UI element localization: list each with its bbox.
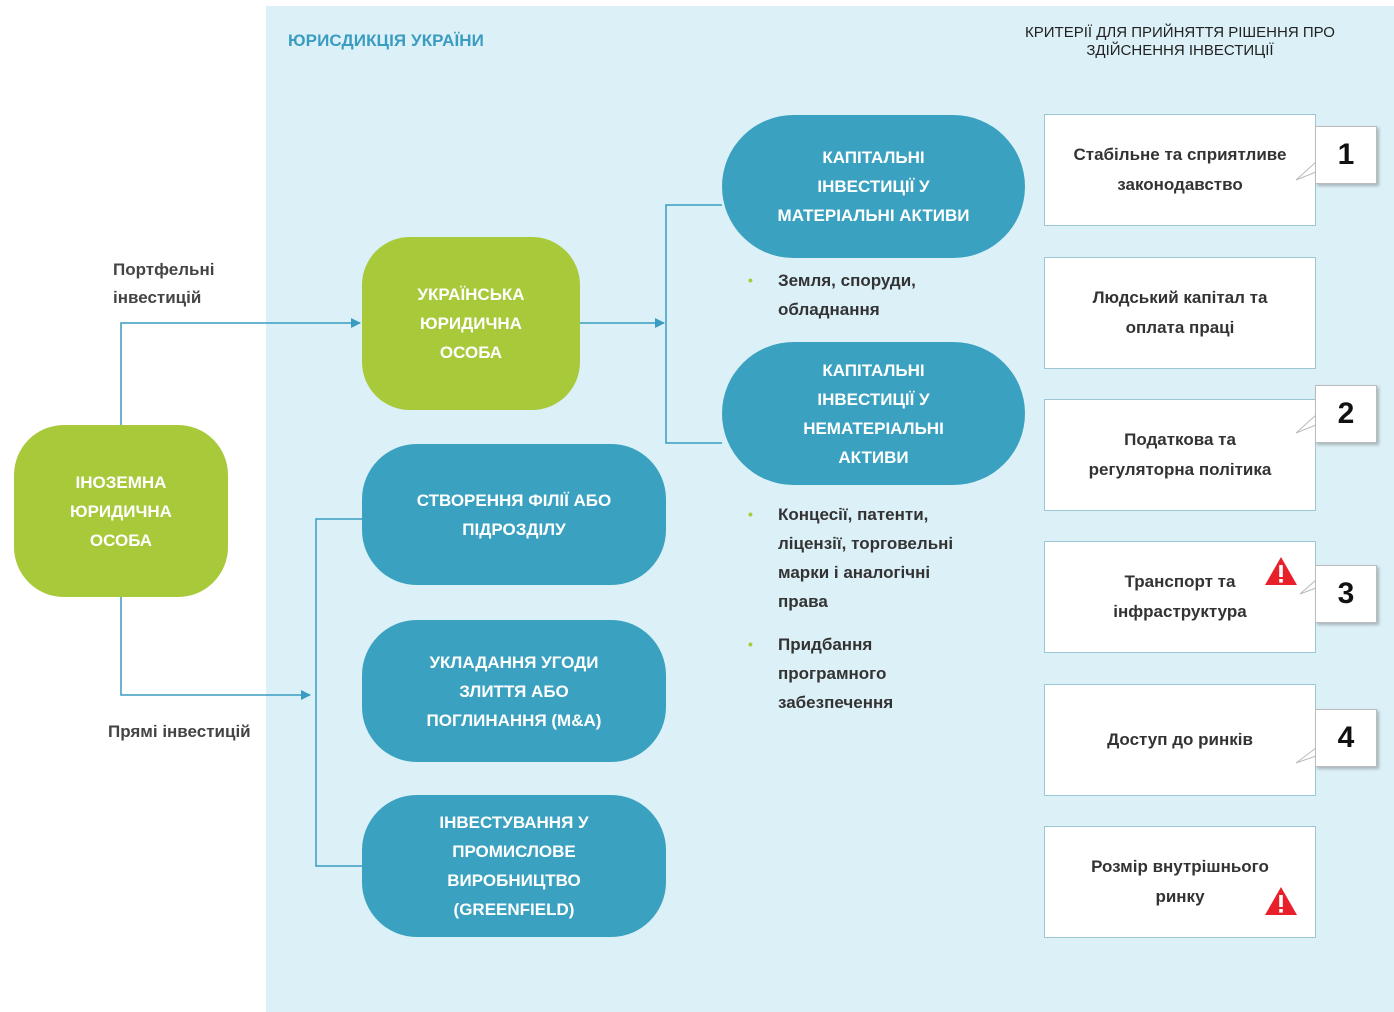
direct-connector bbox=[120, 597, 311, 700]
criteria-title: КРИТЕРІЇ ДЛЯ ПРИЙНЯТТЯ РІШЕННЯ ПРО ЗДІЙС… bbox=[1025, 24, 1335, 59]
direct-form-greenfield: ІНВЕСТУВАННЯ У ПРОМИСЛОВЕ ВИРОБНИЦТВО (G… bbox=[362, 795, 666, 937]
tangible-bullets: • Земля, споруди, обладнання bbox=[740, 266, 1010, 338]
jurisdiction-title: ЮРИСДИКЦІЯ УКРАЇНИ bbox=[288, 31, 484, 50]
list-item: • Концесії, патенти, ліцензії, торговель… bbox=[748, 505, 954, 611]
direct-bracket bbox=[315, 518, 362, 867]
warning-triangle-icon bbox=[1265, 887, 1297, 915]
intangible-bullets: • Концесії, патенти, ліцензії, торговель… bbox=[740, 500, 1020, 731]
rank-badge: 3 bbox=[1315, 565, 1377, 623]
warning-triangle-icon bbox=[1265, 557, 1297, 585]
capital-bracket bbox=[665, 204, 722, 444]
direct-form-merger: УКЛАДАННЯ УГОДИ ЗЛИТТЯ АБО ПОГЛИНАННЯ (M… bbox=[362, 620, 666, 762]
criterion-market-access: Доступ до ринків bbox=[1044, 684, 1316, 796]
rank-badge: 4 bbox=[1315, 709, 1377, 767]
portfolio-connector bbox=[120, 318, 361, 425]
capital-intangible-assets: КАПІТАЛЬНІ ІНВЕСТИЦІЇ У НЕМАТЕРІАЛЬНІ АК… bbox=[722, 342, 1025, 485]
rank-badge: 1 bbox=[1315, 126, 1377, 184]
portfolio-investment-label: Портфельні інвестицій bbox=[113, 260, 215, 307]
capital-tangible-assets: КАПІТАЛЬНІ ІНВЕСТИЦІЇ У МАТЕРІАЛЬНІ АКТИ… bbox=[722, 115, 1025, 258]
rank-badge: 2 bbox=[1315, 385, 1377, 443]
ukrainian-legal-entity: УКРАЇНСЬКА ЮРИДИЧНА ОСОБА bbox=[362, 237, 580, 410]
list-item: • Придбання програмного забезпечення bbox=[748, 635, 894, 712]
direct-investment-label: Прямі інвестицій bbox=[108, 722, 251, 741]
list-item: • Земля, споруди, обладнання bbox=[748, 271, 916, 319]
direct-form-branch: СТВОРЕННЯ ФІЛІЇ АБО ПІДРОЗДІЛУ bbox=[362, 444, 666, 585]
foreign-legal-entity: ІНОЗЕМНА ЮРИДИЧНА ОСОБА bbox=[14, 425, 228, 597]
